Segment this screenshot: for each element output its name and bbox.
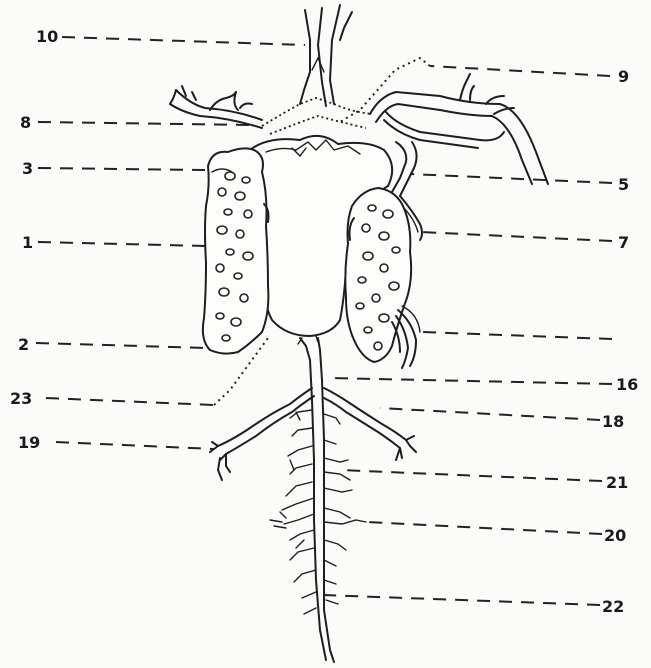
leader-9 — [430, 66, 610, 76]
leader-2 — [36, 343, 208, 348]
upper-vessel-trunk — [300, 5, 352, 106]
label-19: 19 — [18, 433, 40, 452]
label-18: 18 — [602, 412, 624, 431]
label-3: 3 — [22, 159, 33, 178]
leader-8 — [38, 122, 252, 125]
label-5: 5 — [618, 175, 629, 194]
leader-20 — [368, 522, 602, 534]
leader-9-dot — [340, 58, 430, 122]
leader-5 — [410, 174, 612, 183]
leader-7 — [420, 232, 612, 241]
label-21: 21 — [606, 473, 628, 492]
left-branch — [210, 388, 314, 480]
dotted-junction — [262, 98, 372, 134]
label-22: 22 — [602, 597, 624, 616]
right-fringe — [392, 306, 420, 368]
right-organ — [345, 188, 411, 362]
leader-10 — [62, 37, 305, 45]
label-10: 10 — [36, 27, 58, 46]
leader-18 — [380, 408, 600, 420]
leader-1 — [38, 242, 206, 246]
left-organ — [203, 148, 269, 353]
label-23: 23 — [10, 389, 32, 408]
label-9: 9 — [618, 67, 629, 86]
leader-unlabeled — [422, 332, 612, 339]
label-2: 2 — [18, 335, 29, 354]
label-8: 8 — [20, 113, 31, 132]
leader-19 — [56, 442, 214, 449]
right-looped-vessel — [370, 74, 548, 184]
leader-23 — [46, 398, 214, 405]
label-16: 16 — [616, 375, 638, 394]
leader-3 — [38, 168, 205, 170]
leader-16 — [330, 378, 612, 384]
label-20: 20 — [604, 526, 626, 545]
right-branch — [324, 388, 416, 460]
descending-trunk — [298, 336, 334, 662]
leader-21 — [340, 470, 602, 481]
label-7: 7 — [618, 233, 629, 252]
label-1: 1 — [22, 233, 33, 252]
left-branching-vessel — [170, 86, 262, 128]
trunk-twigs — [270, 410, 366, 614]
leader-22 — [322, 595, 600, 605]
